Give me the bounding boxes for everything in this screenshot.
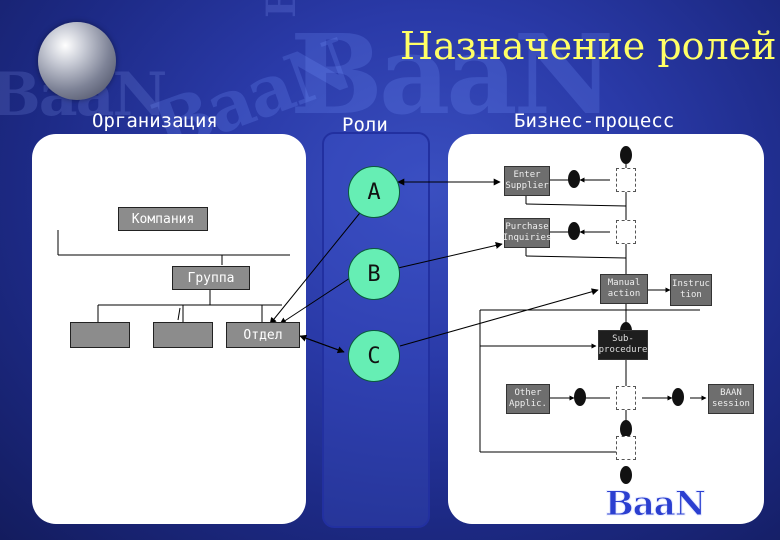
baan-logo: BaaN (605, 484, 707, 525)
role-b[interactable]: B (348, 248, 400, 300)
org-unit-box[interactable] (70, 322, 130, 348)
slide-title: Назначение ролей (400, 24, 777, 68)
org-unit-box[interactable] (153, 322, 213, 348)
flow-node (672, 388, 684, 406)
flow-node (568, 170, 580, 188)
gateway-box (616, 168, 636, 192)
header-organization: Организация (92, 110, 218, 132)
flow-node (568, 222, 580, 240)
gateway-box (616, 386, 636, 410)
process-other-applications[interactable]: Other Applic. (506, 384, 550, 414)
flow-node (620, 420, 632, 438)
role-a[interactable]: A (348, 166, 400, 218)
process-enter-suppliers[interactable]: Enter Supplier (504, 166, 550, 196)
logo-n: N (674, 484, 706, 525)
logo-b: B (605, 484, 635, 525)
gateway-box (616, 436, 636, 460)
process-baan-session[interactable]: BAAN session (708, 384, 754, 414)
process-purchase-inquiries[interactable]: Purchase Inquiries (503, 218, 551, 248)
role-c[interactable]: C (348, 330, 400, 382)
header-roles: Роли (342, 114, 388, 136)
process-sub-procedure[interactable]: Sub- procedure (598, 330, 648, 360)
process-instruction[interactable]: Instruc tion (670, 274, 712, 306)
globe-icon (38, 22, 116, 100)
watermark-baan: BaaN (290, 10, 614, 139)
logo-aa: aa (632, 484, 676, 525)
org-company-box[interactable]: Компания (118, 207, 208, 231)
org-group-box[interactable]: Группа (172, 266, 250, 290)
end-node (620, 466, 632, 484)
header-business-process: Бизнес-процесс (514, 110, 675, 132)
business-process-panel (448, 134, 764, 524)
process-manual-action[interactable]: Manual action (600, 274, 648, 304)
flow-node (574, 388, 586, 406)
gateway-box (616, 220, 636, 244)
org-department-box[interactable]: Отдел (226, 322, 300, 348)
start-node (620, 146, 632, 164)
